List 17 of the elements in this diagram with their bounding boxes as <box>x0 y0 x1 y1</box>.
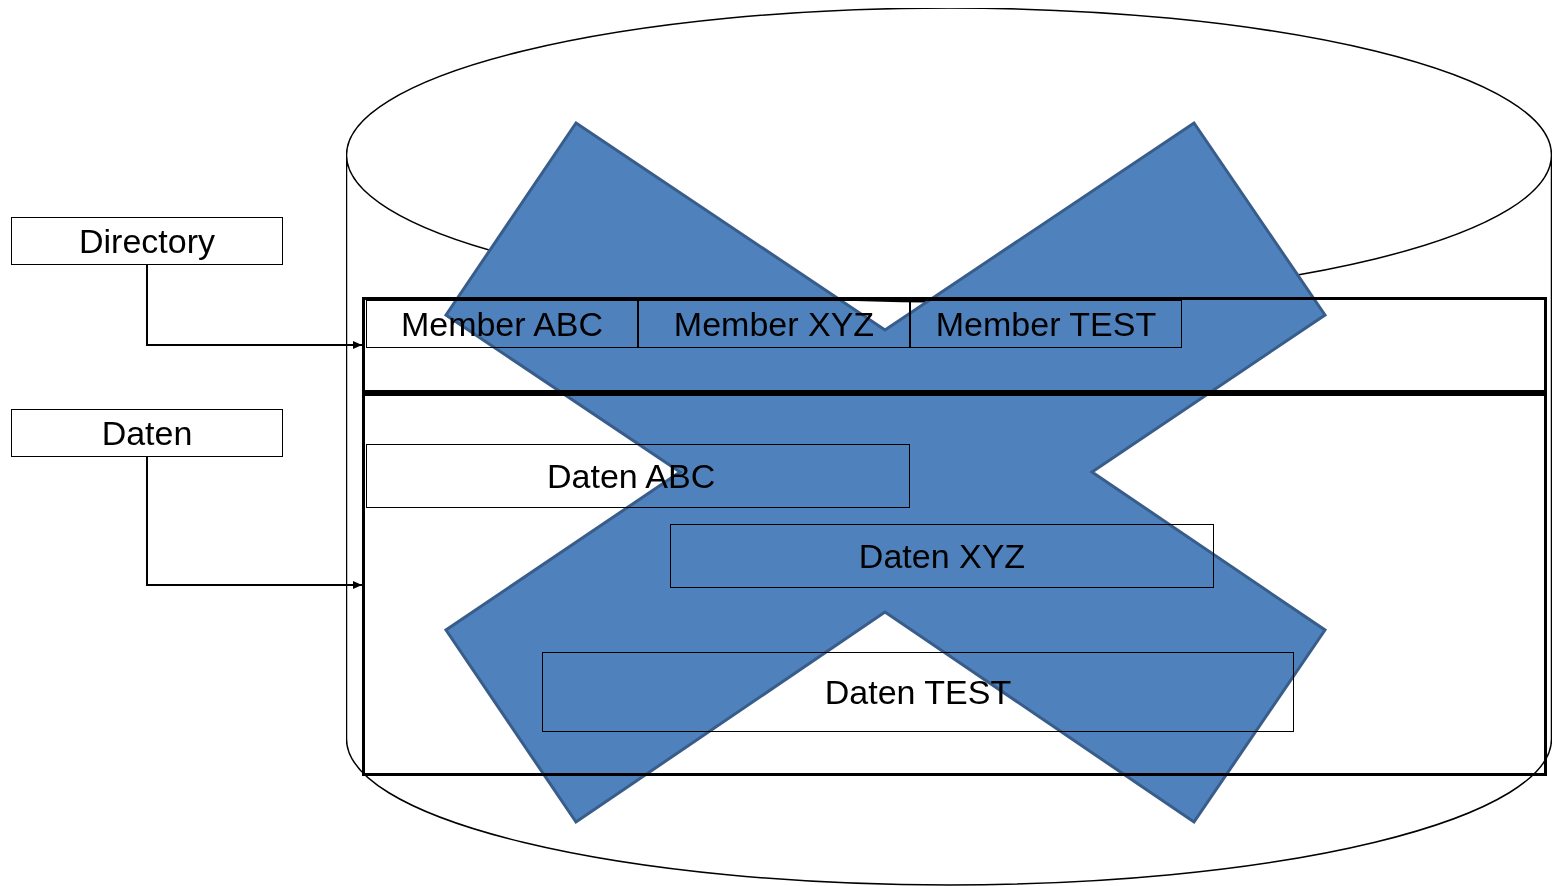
box-label: Daten XYZ <box>858 539 1026 573</box>
label-box <box>670 524 1214 588</box>
box-label: Member XYZ <box>673 307 875 341</box>
box-label: Daten TEST <box>824 675 1012 709</box>
box-label: Member TEST <box>935 307 1157 341</box>
storage-band <box>362 297 1547 393</box>
box-label: Daten <box>101 416 193 450</box>
box-label: Directory <box>79 224 215 258</box>
storage-band <box>362 393 1547 776</box>
label-box <box>11 409 283 457</box>
label-box <box>366 444 910 508</box>
label-box <box>638 300 910 348</box>
label-box <box>542 652 1294 732</box>
label-box <box>11 217 283 265</box>
label-box <box>910 300 1182 348</box>
arrow <box>146 264 363 349</box>
arrow <box>146 456 363 589</box>
